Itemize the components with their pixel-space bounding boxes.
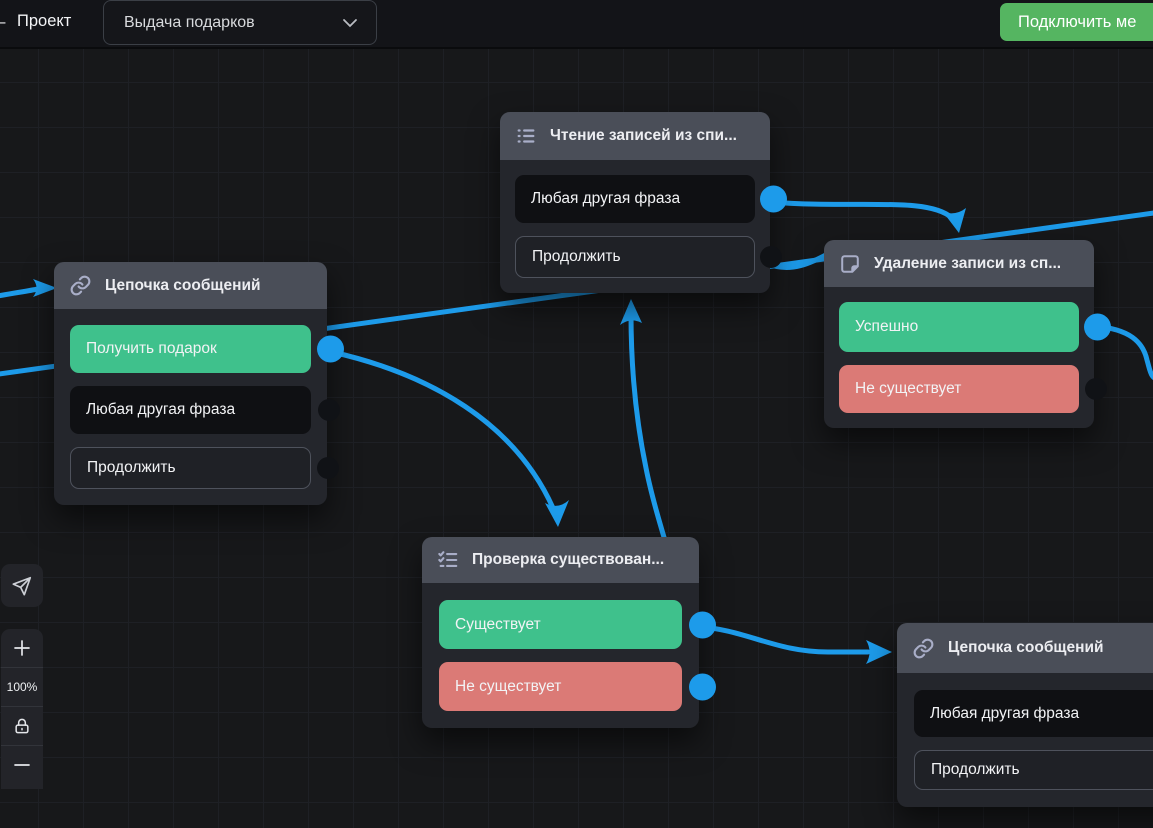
node-item[interactable]: Продолжить [515, 236, 782, 278]
node-title: Цепочка сообщений [105, 276, 261, 294]
output-port[interactable] [1084, 313, 1111, 341]
node-item[interactable]: Продолжить [914, 750, 1153, 790]
edge-success-offscreen[interactable] [1091, 323, 1153, 382]
node-header[interactable]: Цепочка сообщений [54, 262, 327, 309]
item-label: Получить подарок [86, 340, 217, 357]
node-item[interactable]: Существует [439, 600, 716, 649]
node-title: Чтение записей из спи... [550, 127, 737, 144]
arrowhead-up [620, 299, 642, 325]
output-port[interactable] [689, 673, 716, 700]
node-item[interactable]: Любая другая фраза [914, 690, 1153, 737]
zoom-in-button[interactable] [1, 629, 43, 667]
bullet-list-icon [517, 129, 535, 143]
output-port[interactable] [318, 399, 340, 421]
lock-icon [15, 718, 29, 734]
chain-link-icon [913, 638, 934, 658]
zoom-controls: 100% [1, 629, 43, 789]
pan-tool-button[interactable] [1, 564, 43, 607]
node-header[interactable]: Цепочка сообщений [897, 623, 1153, 673]
edge-into-chain-left[interactable] [0, 286, 41, 299]
item-label: Продолжить [532, 248, 621, 265]
note-icon [841, 254, 859, 273]
minus-icon [14, 764, 30, 766]
arrowhead-right [33, 279, 57, 297]
edge-exists-to-chain[interactable] [691, 623, 871, 655]
node-header[interactable]: Чтение записей из спи... [500, 112, 770, 160]
project-label: Проект [17, 12, 72, 30]
node-delete-record[interactable]: Удаление записи из сп... Успешно Не суще… [824, 240, 1111, 428]
node-header[interactable]: Удаление записи из сп... [824, 240, 1094, 287]
item-label: Успешно [855, 318, 919, 335]
output-port[interactable] [317, 457, 339, 479]
item-label: Любая другая фраза [531, 190, 681, 207]
topbar: – Проект Выдача подарков Подключить ме [0, 0, 1153, 49]
node-check-exists[interactable]: Проверка существован... Существует Не су… [422, 537, 716, 728]
edge-gift-to-check[interactable] [329, 349, 556, 511]
item-label: Любая другая фраза [930, 704, 1080, 722]
arrowhead-down [943, 208, 966, 233]
edge-read-to-delete-top[interactable] [767, 199, 955, 221]
output-port[interactable] [760, 246, 782, 268]
node-item[interactable]: Не существует [439, 662, 716, 711]
item-label: Продолжить [87, 459, 176, 476]
node-read-records[interactable]: Чтение записей из спи... Любая другая фр… [500, 112, 787, 293]
flow-selector[interactable]: Выдача подарков [103, 0, 377, 45]
node-item[interactable]: Не существует [839, 365, 1107, 413]
navigation-arrow-icon [12, 576, 32, 596]
item-label: Продолжить [931, 761, 1020, 778]
node-message-chain-left[interactable]: Цепочка сообщений Получить подарок Любая… [54, 262, 344, 505]
chevron-down-icon [343, 19, 357, 28]
flow-selector-value: Выдача подарков [124, 13, 255, 31]
node-title: Цепочка сообщений [948, 639, 1104, 656]
item-label: Любая другая фраза [86, 401, 236, 418]
output-port[interactable] [689, 611, 716, 638]
node-item[interactable]: Любая другая фраза [515, 175, 787, 223]
node-item[interactable]: Продолжить [70, 447, 339, 489]
connect-messenger-button[interactable]: Подключить ме [1000, 3, 1153, 41]
output-port[interactable] [1085, 378, 1107, 400]
node-header[interactable]: Проверка существован... [422, 537, 699, 583]
node-title: Удаление записи из сп... [874, 254, 1062, 272]
output-port[interactable] [760, 185, 787, 213]
item-label: Не существует [455, 677, 562, 695]
node-item[interactable]: Любая другая фраза [70, 386, 340, 434]
plus-icon [14, 640, 30, 656]
output-port[interactable] [317, 335, 344, 363]
item-label: Не существует [855, 380, 962, 397]
flow-canvas[interactable]: Чтение записей из спи... Любая другая фр… [0, 47, 1153, 828]
node-message-chain-bottom[interactable]: Цепочка сообщений Любая другая фраза Про… [897, 623, 1153, 807]
item-label: Существует [455, 615, 541, 633]
arrowhead-right [866, 640, 892, 664]
arrowhead-down [545, 500, 569, 527]
zoom-level-label[interactable]: 100% [1, 667, 43, 706]
lock-canvas-button[interactable] [1, 706, 43, 745]
node-item[interactable]: Получить подарок [70, 325, 344, 373]
menu-dash: – [0, 12, 5, 32]
node-item[interactable]: Успешно [839, 302, 1111, 352]
zoom-out-button[interactable] [1, 745, 43, 784]
chain-link-icon [70, 275, 91, 296]
node-title: Проверка существован... [472, 551, 665, 568]
checklist-icon [438, 551, 458, 568]
